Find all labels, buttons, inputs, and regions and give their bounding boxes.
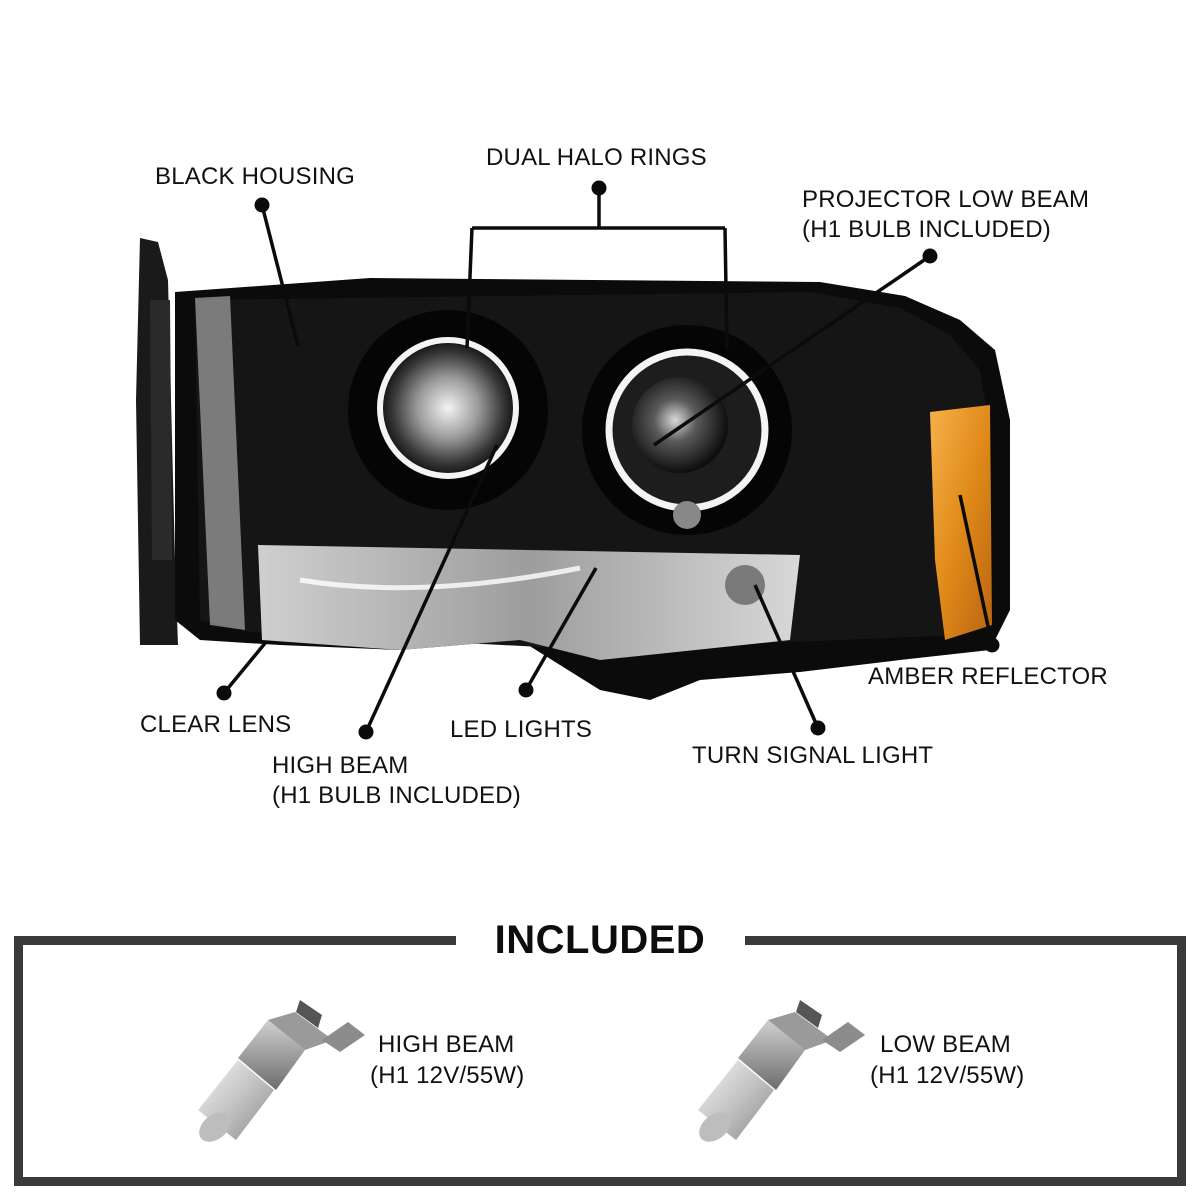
- included-high-beam-spec: (H1 12V/55W): [370, 1062, 525, 1089]
- label-led-lights: LED LIGHTS: [450, 716, 593, 743]
- amber-reflector: [930, 405, 992, 640]
- included-title: INCLUDED: [494, 918, 706, 962]
- mounting-bracket: [136, 238, 178, 645]
- h1-bulb-high-beam-image: [198, 1000, 365, 1142]
- box-right-border: [1177, 936, 1186, 1186]
- projector-low-beam: [582, 325, 792, 535]
- label-high-beam: HIGH BEAM: [272, 752, 409, 779]
- h1-bulb-low-beam-image: [698, 1000, 865, 1142]
- label-turn-signal-light: TURN SIGNAL LIGHT: [692, 742, 934, 769]
- included-low-beam-spec: (H1 12V/55W): [870, 1062, 1025, 1089]
- included-low-beam-label: LOW BEAM: [880, 1031, 1011, 1058]
- lower-clear-lens: [258, 545, 800, 660]
- label-projector-low-beam: PROJECTOR LOW BEAM: [802, 186, 1090, 213]
- box-top-right-border: [745, 936, 1186, 945]
- callout-dots: [216, 180, 1000, 740]
- halo-ring-left: [377, 337, 519, 479]
- label-high-beam-note: (H1 BULB INCLUDED): [272, 782, 521, 809]
- label-amber-reflector: AMBER REFLECTOR: [868, 663, 1108, 690]
- label-black-housing: BLACK HOUSING: [155, 163, 355, 190]
- high-beam-reflector: [348, 310, 548, 510]
- box-top-left-border: [14, 936, 456, 945]
- label-projector-low-beam-note: (H1 BULB INCLUDED): [802, 216, 1051, 243]
- label-dual-halo-rings: DUAL HALO RINGS: [486, 144, 707, 171]
- label-clear-lens: CLEAR LENS: [140, 711, 292, 738]
- included-high-beam-label: HIGH BEAM: [378, 1031, 515, 1058]
- box-bottom-border: [14, 1177, 1186, 1186]
- callout-lines: [222, 188, 994, 733]
- box-left-border: [14, 936, 23, 1186]
